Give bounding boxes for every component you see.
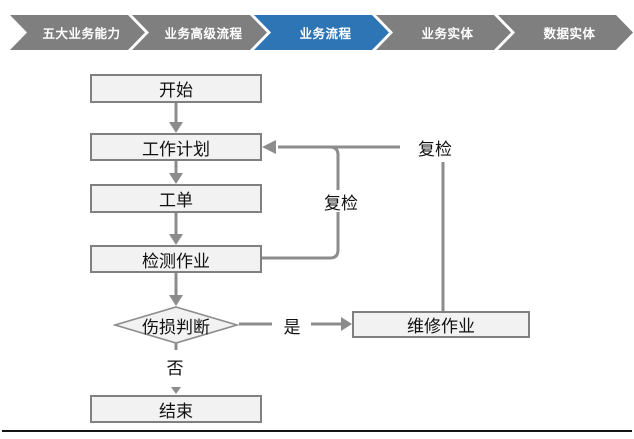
breadcrumb-item-business-process[interactable]: 业务流程	[254, 15, 389, 50]
node-plan: 工作计划	[90, 133, 262, 161]
edge-label-yes: 是	[276, 314, 308, 337]
arrowhead-right	[341, 317, 352, 331]
node-start: 开始	[90, 74, 262, 103]
breadcrumb-item-data-entity[interactable]: 数据实体	[498, 15, 633, 50]
arrowhead-down	[169, 122, 183, 133]
breadcrumb-label: 五大业务能力	[42, 27, 121, 41]
edge-label-recheck-outer: 复检	[411, 137, 459, 159]
edge-label-no: 否	[160, 355, 190, 378]
arrowhead-down	[169, 173, 183, 184]
arrowhead-down	[169, 295, 183, 306]
breadcrumb-item-business-entity[interactable]: 业务实体	[376, 15, 511, 50]
bottom-divider	[2, 430, 632, 432]
arrowhead-down	[169, 234, 183, 245]
node-end: 结束	[90, 395, 262, 423]
node-label: 检测作业	[142, 251, 210, 271]
node-repair: 维修作业	[352, 311, 530, 338]
node-label: 工单	[159, 191, 193, 210]
diamond-shape	[112, 306, 240, 344]
node-label: 工作计划	[142, 139, 210, 159]
arrowhead-left	[262, 140, 276, 154]
node-inspect: 检测作业	[90, 245, 262, 273]
breadcrumb-label: 数据实体	[543, 27, 596, 41]
node-label: 维修作业	[407, 317, 475, 336]
breadcrumb-label: 业务高级流程	[164, 27, 243, 41]
breadcrumb-item-high-level-process[interactable]: 业务高级流程	[132, 15, 267, 50]
arrowhead-down-small	[171, 387, 181, 394]
edge-label-recheck-inner: 复检	[318, 190, 364, 213]
node-label: 伤损判断	[142, 317, 210, 337]
breadcrumb-label: 业务实体	[421, 27, 474, 41]
node-decision: 伤损判断	[112, 306, 240, 344]
node-order: 工单	[90, 184, 262, 213]
node-label: 开始	[159, 81, 193, 100]
breadcrumb-label: 业务流程	[299, 27, 352, 41]
node-label: 结束	[159, 401, 193, 421]
breadcrumb-item-five-capabilities[interactable]: 五大业务能力	[10, 15, 145, 50]
